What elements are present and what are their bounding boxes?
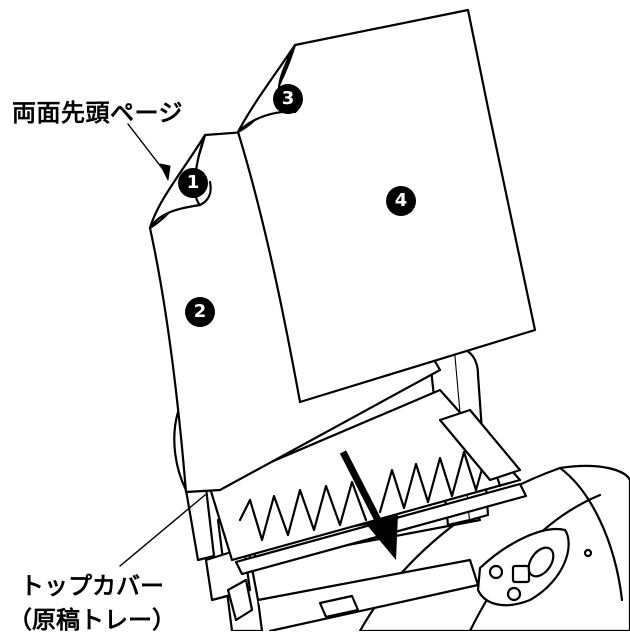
top-cover-label: トップカバー xyxy=(20,572,164,600)
insert-arrow xyxy=(339,450,398,560)
cover-leader-line xyxy=(119,494,206,567)
page-number-badge: 1 xyxy=(178,168,208,198)
page-number-badge: 2 xyxy=(185,297,215,327)
duplex-first-page-label: 両面先頭ページ xyxy=(12,99,184,127)
page-number-badge: 3 xyxy=(273,84,303,114)
duplex-arrowhead xyxy=(159,163,171,181)
page-number-badge: 4 xyxy=(386,186,416,216)
document-tray-label: （原稿トレー） xyxy=(8,606,176,634)
duplex-leader-line xyxy=(127,123,166,173)
